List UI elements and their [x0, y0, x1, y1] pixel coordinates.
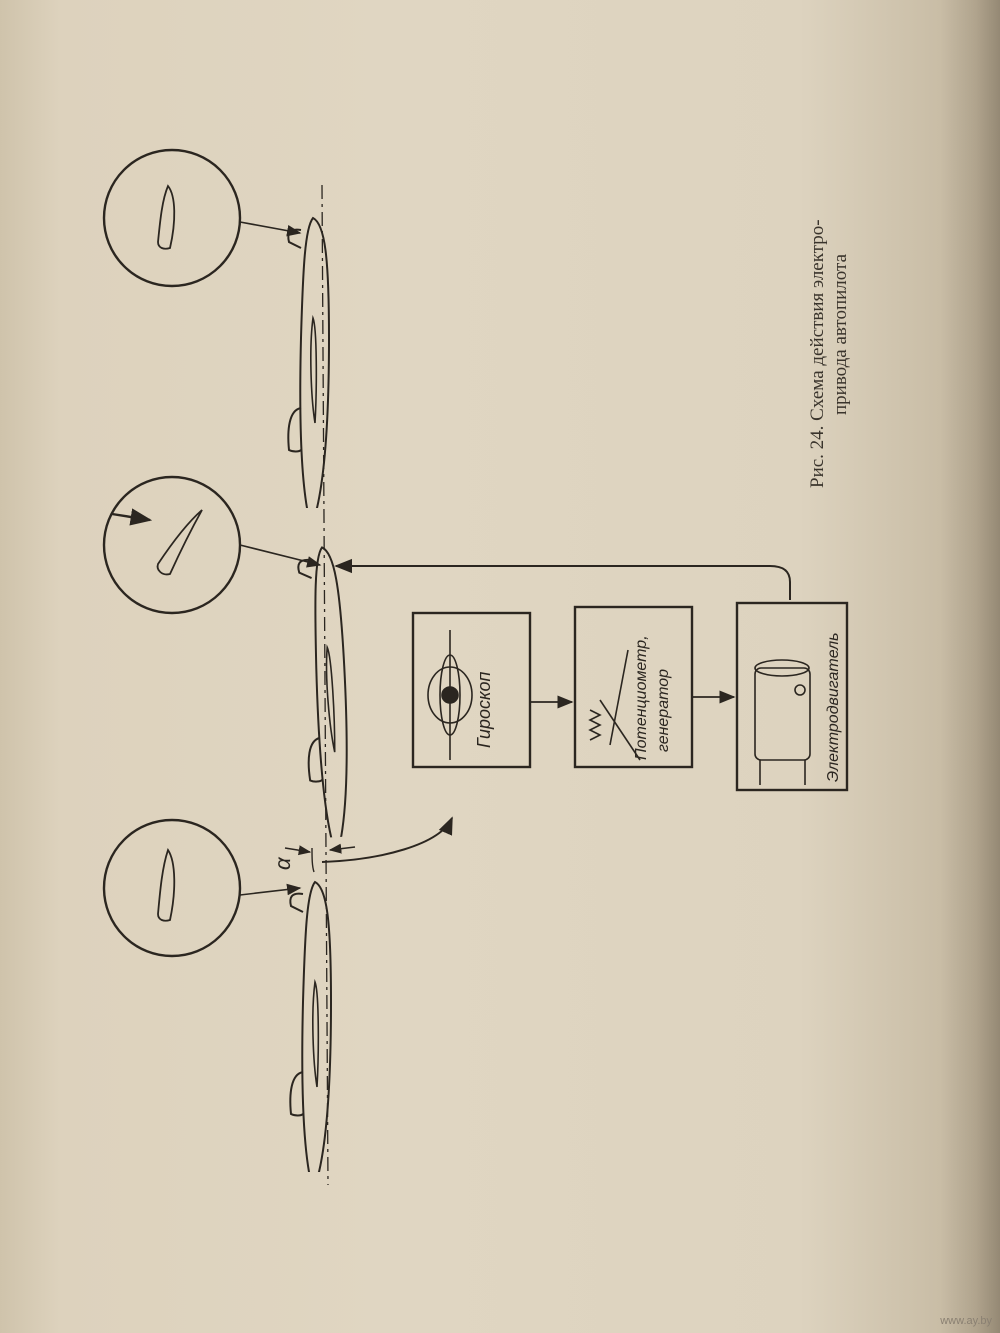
- potentiometer-label-line1: Потенциометр,: [633, 635, 650, 760]
- aircraft-icon: [287, 217, 330, 508]
- figure-caption-line2: привода автопилота: [830, 253, 851, 415]
- potentiometer-icon: [588, 649, 641, 761]
- watermark: www.ay.by: [940, 1315, 992, 1327]
- flight-axis-line: [321, 184, 329, 1186]
- gyroscope-icon: [427, 630, 473, 760]
- elevator-detail-icon: [102, 475, 242, 615]
- motor-icon: [754, 659, 811, 785]
- angle-symbol: α: [270, 856, 295, 871]
- aircraft-icon: [296, 545, 355, 839]
- potentiometer-block: Потенциометр, генератор: [573, 605, 694, 769]
- motor-block: Электродвигатель: [735, 601, 849, 792]
- signal-arrow-to-gyroscope: [321, 816, 453, 863]
- motor-label: Электродвигатель: [825, 632, 842, 782]
- drive-arrow-to-elevator: [334, 558, 791, 600]
- gyroscope-block: Гироскоп: [411, 611, 532, 769]
- aircraft-icon: [289, 881, 332, 1172]
- angle-marker: [284, 843, 356, 873]
- page-edge-shadow: [940, 0, 1000, 1333]
- elevator-detail-icon: [102, 148, 242, 288]
- elevator-detail-icon: [102, 818, 242, 958]
- gyroscope-label: Гироскоп: [474, 671, 494, 748]
- potentiometer-label-line2: генератор: [655, 669, 672, 752]
- figure-caption-line1: Рис. 24. Схема действия электро-: [807, 219, 828, 488]
- leader-lines: [239, 221, 322, 896]
